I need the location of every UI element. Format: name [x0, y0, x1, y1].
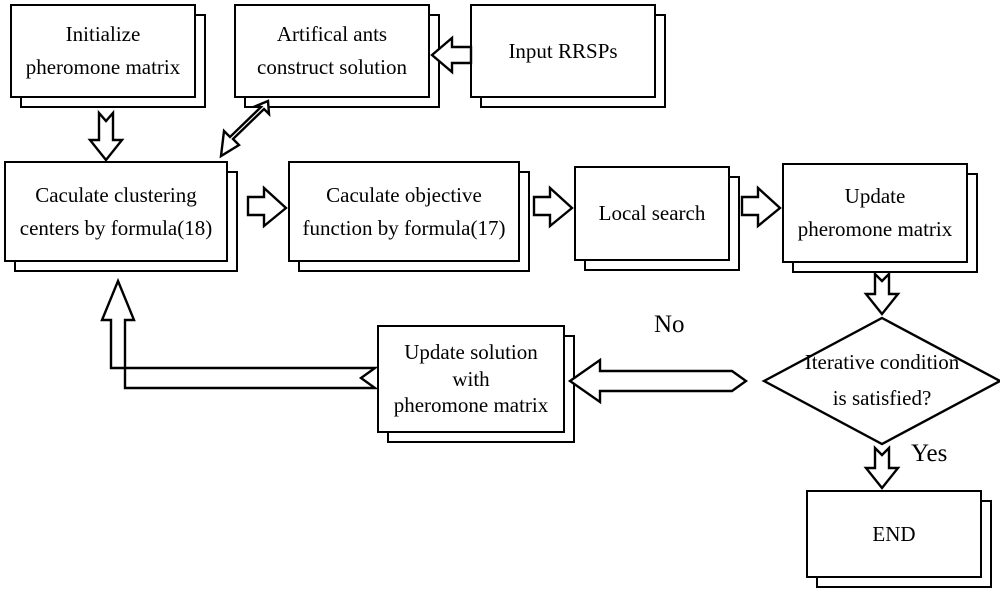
arrow-initialize-to-clustering [87, 109, 125, 162]
node-update-solution-label: Update solution with pheromone matrix [393, 339, 549, 418]
node-calc-clustering[interactable]: Caculate clustering centers by formula(1… [4, 161, 238, 272]
node-local-search-label: Local search [598, 201, 706, 226]
node-end-face: END [806, 490, 982, 578]
node-artificial-ants[interactable]: Artifical ants construct solution [234, 4, 440, 108]
arrow-localsearch-to-updatepheromone [740, 185, 782, 229]
node-artificial-ants-face: Artifical ants construct solution [234, 4, 430, 98]
node-iterative-condition-label: Iterative condition is satisfied? [804, 350, 960, 410]
edge-label-yes: Yes [911, 440, 948, 467]
node-update-solution-face: Update solution with pheromone matrix [377, 325, 565, 433]
node-local-search-face: Local search [574, 166, 730, 261]
node-update-solution[interactable]: Update solution with pheromone matrix [377, 325, 575, 443]
node-artificial-ants-label: Artifical ants construct solution [257, 22, 407, 79]
node-update-pheromone-face: Update pheromone matrix [782, 163, 968, 263]
node-input-rrsps-label: Input RRSPs [508, 38, 618, 63]
arrow-updatesolution-to-clustering [100, 277, 379, 390]
node-end-label: END [872, 521, 916, 546]
node-initialize[interactable]: Initialize pheromone matrix [10, 4, 206, 108]
node-input-rrsps-face: Input RRSPs [470, 4, 656, 98]
node-initialize-face: Initialize pheromone matrix [10, 4, 196, 98]
node-calc-clustering-face: Caculate clustering centers by formula(1… [4, 161, 228, 262]
node-local-search[interactable]: Local search [574, 166, 740, 271]
arrow-decision-to-updatesolution [567, 357, 749, 405]
node-initialize-label: Initialize pheromone matrix [25, 22, 181, 79]
node-calc-objective-face: Caculate objective function by formula(1… [288, 161, 520, 262]
node-input-rrsps[interactable]: Input RRSPs [470, 4, 666, 108]
node-calc-objective-label: Caculate objective function by formula(1… [302, 182, 506, 240]
node-end[interactable]: END [806, 490, 992, 588]
arrow-updatepheromone-to-decision [863, 271, 901, 316]
node-iterative-condition[interactable]: Iterative condition is satisfied? [761, 316, 1000, 446]
arrow-decision-to-end [863, 445, 901, 490]
diamond-shape [761, 316, 1000, 446]
node-calc-objective[interactable]: Caculate objective function by formula(1… [288, 161, 530, 272]
arrow-clustering-to-objective [246, 185, 288, 229]
node-update-pheromone-label: Update pheromone matrix [797, 184, 953, 241]
edge-label-no: No [654, 311, 685, 338]
node-update-pheromone[interactable]: Update pheromone matrix [782, 163, 978, 273]
arrow-ants-to-clustering [219, 99, 271, 159]
node-calc-clustering-label: Caculate clustering centers by formula(1… [19, 182, 213, 240]
arrow-objective-to-localsearch [532, 185, 574, 229]
